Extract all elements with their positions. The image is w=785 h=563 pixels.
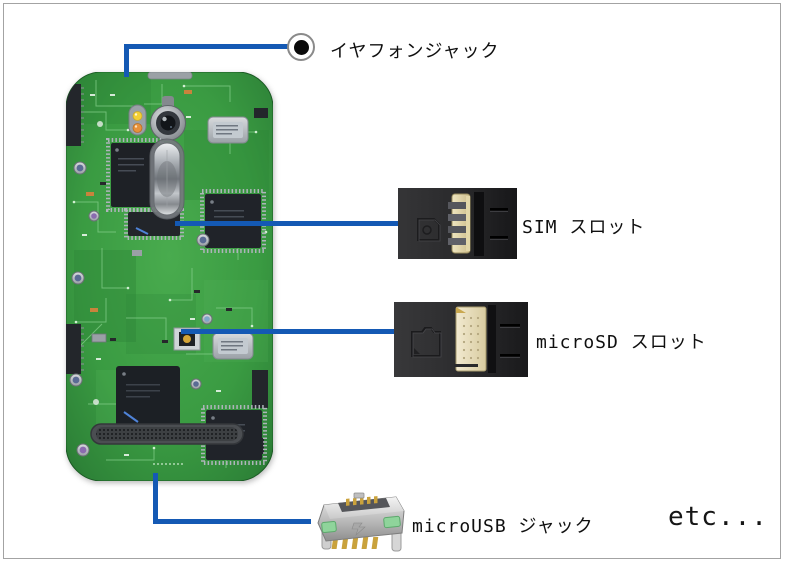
smd-parts <box>86 90 232 343</box>
rear-camera <box>150 96 186 141</box>
led-flash <box>128 104 147 136</box>
crystal-oscillator-bottom <box>212 332 254 360</box>
volume-rocker <box>149 138 185 220</box>
audio-jack-icon <box>287 33 315 61</box>
sim-emboss-icon <box>417 218 441 242</box>
microsd-connector-photo <box>394 302 528 377</box>
microsd-housing-slits <box>488 305 520 373</box>
audio-jack-dot <box>293 39 309 55</box>
microusb-shell <box>317 492 405 542</box>
callout-line-earphone-horizontal <box>124 44 288 49</box>
microsd-contact-block <box>454 306 487 372</box>
microusb-connector-photo <box>317 492 405 552</box>
microsd-slot-label: microSD スロット <box>536 332 707 353</box>
bga-chip-bottom <box>116 366 180 428</box>
etc-label: etc... <box>668 502 768 532</box>
callout-line-earphone-vertical <box>124 44 129 77</box>
bottom-dot-row <box>153 463 183 465</box>
silkscreen-marks <box>82 94 221 456</box>
crystal-oscillator-top <box>207 116 249 144</box>
callout-line-microsd <box>181 329 398 334</box>
sim-slot-label: SIM スロット <box>522 217 646 238</box>
pcb-artwork <box>66 72 269 468</box>
sim-contact-pins <box>448 193 471 254</box>
edge-chip-pins <box>81 87 84 371</box>
microusb-jack-label: microUSB ジャック <box>412 516 594 537</box>
sim-housing-slits <box>474 192 508 256</box>
microsd-emboss-icon <box>411 327 442 358</box>
top-edge-tab <box>147 72 193 80</box>
callout-line-sim <box>175 221 399 226</box>
smartphone-back-photo <box>66 72 273 481</box>
earphone-jack-label: イヤフォンジャック <box>330 41 500 62</box>
callout-line-microusb-horizontal <box>153 519 311 524</box>
sim-connector-photo <box>398 188 517 259</box>
capacitors <box>69 161 213 457</box>
callout-line-microusb-vertical <box>153 473 158 524</box>
speaker-grille <box>90 423 244 445</box>
